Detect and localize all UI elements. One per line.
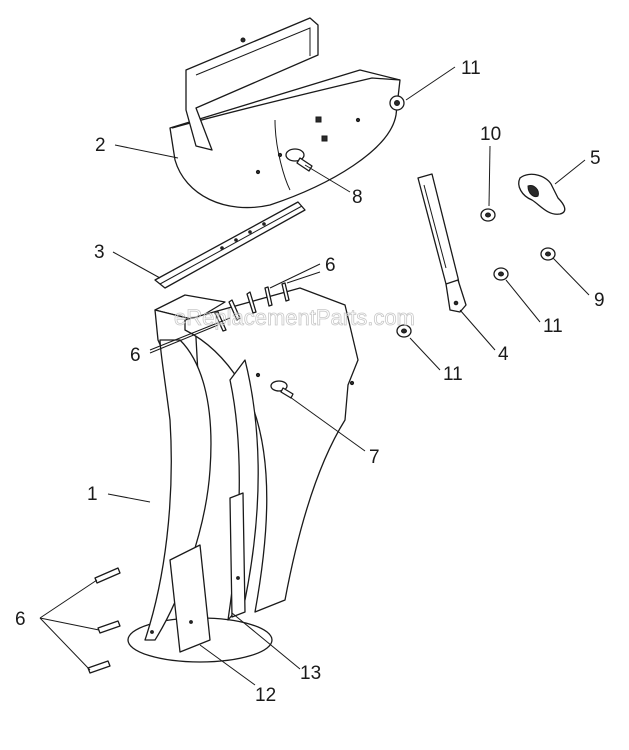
callout-2: 2 [95, 135, 106, 156]
callout-12: 12 [255, 685, 276, 706]
part-2-deflector [169, 17, 401, 209]
callout-9: 9 [594, 290, 605, 311]
watermark: eReplacementParts.com [174, 305, 415, 330]
callout-6-mid: 6 [130, 345, 141, 366]
callout-8: 8 [352, 187, 363, 208]
callout-7: 7 [369, 447, 380, 468]
callout-11-top: 11 [461, 58, 481, 79]
callouts: 2 3 1 8 11 10 5 9 11 11 4 7 6 6 6 13 12 [15, 58, 605, 706]
part-9-nut [540, 247, 556, 261]
leader-lines [39, 66, 590, 686]
part-3-plate [154, 201, 306, 289]
part-11-washers [389, 95, 509, 338]
callout-13: 13 [300, 663, 321, 684]
part-1-chute [127, 287, 359, 663]
callout-10: 10 [480, 124, 501, 145]
callout-3: 3 [94, 242, 105, 263]
part-10-washer [480, 208, 496, 222]
callout-11-right: 11 [543, 316, 563, 337]
part-8-carriage-bolt [285, 148, 313, 172]
callout-1: 1 [87, 484, 98, 505]
callout-11-left: 11 [443, 364, 463, 385]
callout-6-bottom: 6 [15, 609, 26, 630]
callout-6-top: 6 [325, 255, 336, 276]
part-5-knob [518, 173, 566, 215]
callout-4: 4 [498, 344, 509, 365]
part-4-bracket [417, 173, 467, 313]
callout-5: 5 [590, 148, 601, 169]
part-6-rivets-lower [87, 567, 121, 674]
